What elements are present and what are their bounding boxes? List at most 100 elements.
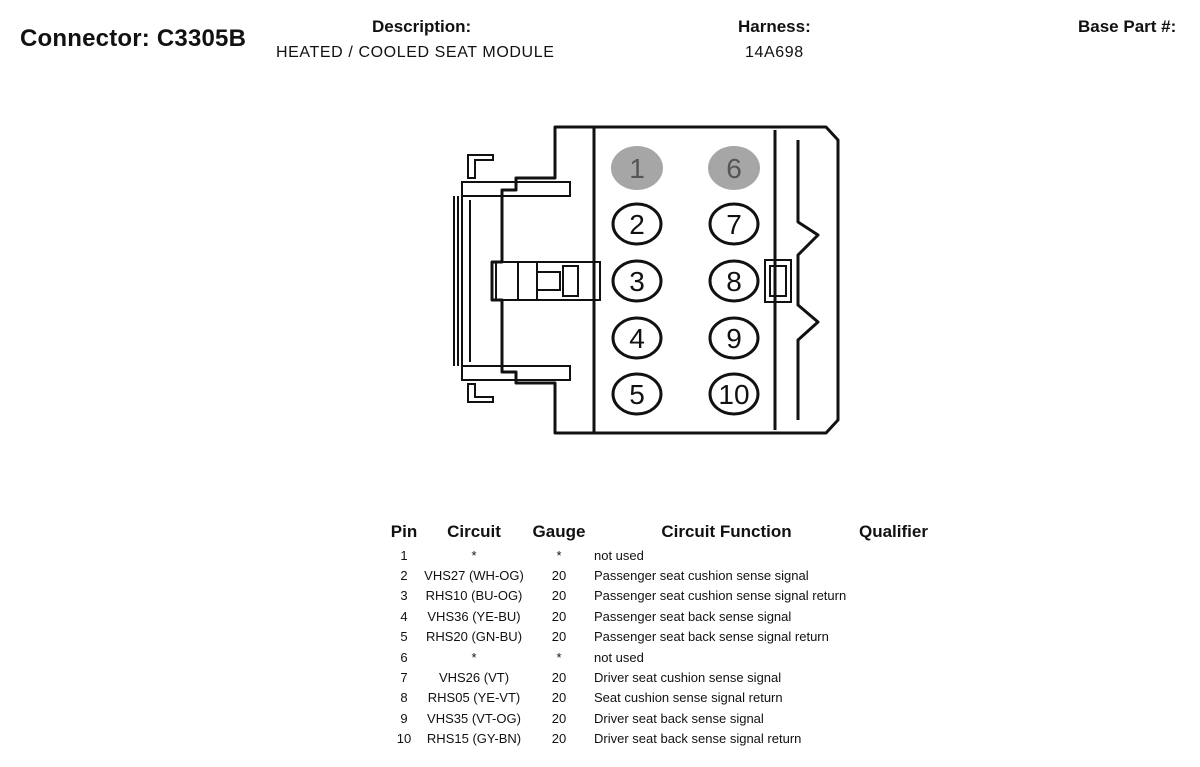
unused-pin-marker xyxy=(708,146,760,190)
cell-gauge: 20 xyxy=(551,731,567,747)
cell-function: Passenger seat back sense signal return xyxy=(594,629,829,645)
pin-cavity: 1 xyxy=(611,146,663,190)
pin-circle xyxy=(611,372,663,416)
table-row: 5 RHS20 (GN-BU) 20 Passenger seat back sens… xyxy=(384,627,949,647)
left-lock-top xyxy=(461,154,571,197)
cell-circuit: RHS20 (GN-BU) xyxy=(425,629,523,645)
housing-outline xyxy=(490,125,840,435)
pin-cavity: 7 xyxy=(708,202,760,246)
pin-number-label: 6 xyxy=(726,153,742,184)
description-label: Description: xyxy=(372,17,472,36)
cell-circuit: VHS36 (YE-BU) xyxy=(427,608,521,624)
table-row: 6**not used xyxy=(384,647,949,667)
cell-gauge: 20 xyxy=(551,608,567,624)
cell-pin: 2 xyxy=(400,568,408,584)
table-header-row: Pin Circuit Gauge Circuit Function Quali… xyxy=(384,519,949,545)
pin-circle xyxy=(708,259,760,303)
pin-cavities: 1 2 3 4 5 6 7 8 9 10 xyxy=(611,146,760,416)
cell-circuit: * xyxy=(471,649,477,665)
cell-function: not used xyxy=(594,547,644,563)
pin-circle xyxy=(708,202,760,246)
description-value: HEATED / COOLED SEAT MODULE xyxy=(276,44,555,61)
cell-pin: 5 xyxy=(400,629,408,645)
harness-label: Harness: xyxy=(738,17,811,36)
right-latch-key xyxy=(764,259,792,303)
cell-function: Passenger seat cushion sense signal xyxy=(594,568,809,584)
pin-circle xyxy=(611,202,663,246)
cell-pin: 4 xyxy=(400,608,408,624)
cell-function: Passenger seat back sense signal xyxy=(594,608,792,624)
table-row: 8 RHS05 (YE-VT) 20 Seat cushion sense signa… xyxy=(384,688,949,708)
header-circuit-function: Circuit Function xyxy=(661,522,792,541)
cell-circuit: VHS26 (VT) xyxy=(438,670,510,686)
cell-function: Driver seat cushion sense signal xyxy=(594,670,782,686)
cell-pin: 7 xyxy=(400,670,408,686)
harness-value: 14A698 xyxy=(745,44,804,61)
cell-pin: 9 xyxy=(400,710,408,726)
cell-gauge: * xyxy=(556,649,562,665)
pin-cavity: 6 xyxy=(708,146,760,190)
cell-gauge: 20 xyxy=(551,670,567,686)
cell-qualifier xyxy=(859,545,949,565)
cell-circuit: * xyxy=(471,547,477,563)
cell-qualifier xyxy=(859,667,949,687)
cell-pin: 3 xyxy=(400,588,408,604)
pin-number-label: 3 xyxy=(629,266,645,297)
cell-function: Driver seat back sense signal return xyxy=(594,731,802,747)
center-latch xyxy=(495,261,601,301)
cell-function: Seat cushion sense signal return xyxy=(594,690,783,706)
cell-circuit: RHS05 (YE-VT) xyxy=(427,690,521,706)
cell-gauge: 20 xyxy=(551,629,567,645)
cell-circuit: VHS35 (VT-OG) xyxy=(427,710,521,726)
cell-gauge: 20 xyxy=(551,690,567,706)
cell-qualifier xyxy=(859,627,949,647)
pin-number-label: 7 xyxy=(726,209,742,240)
pinout-table: Pin Circuit Gauge Circuit Function Quali… xyxy=(384,519,949,749)
header-pin: Pin xyxy=(390,522,418,541)
table-row: 1 * * not used xyxy=(384,545,949,565)
base-part-label: Base Part #: xyxy=(1078,17,1177,36)
table-row: 7 VHS26 (VT) 20 Driver seat cushion sense s… xyxy=(384,667,949,687)
cell-qualifier xyxy=(859,606,949,626)
table-row: 2 VHS27 (WH-OG) 20 Passenger seat cushion s… xyxy=(384,565,949,585)
connector-face-diagram: 1 2 3 4 5 6 7 8 9 10 xyxy=(453,125,840,435)
pin-number-label: 5 xyxy=(629,379,645,410)
right-latch-channel xyxy=(773,130,820,430)
pin-circle xyxy=(611,316,663,360)
cell-pin: 1 xyxy=(400,547,408,563)
cell-pin: 10 xyxy=(396,731,412,747)
pin-cavity: 3 xyxy=(611,259,663,303)
pin-circle xyxy=(611,259,663,303)
cell-function: Driver seat back sense signal xyxy=(594,710,764,726)
left-lock-bottom xyxy=(461,365,571,403)
cell-qualifier xyxy=(859,647,949,667)
pin-cavity: 4 xyxy=(611,316,663,360)
header-gauge: Gauge xyxy=(532,522,586,541)
cell-gauge: * xyxy=(556,547,562,563)
pin-cavity: 9 xyxy=(708,316,760,360)
cell-circuit: RHS10 (BU-OG) xyxy=(425,588,523,604)
pin-circle xyxy=(708,316,760,360)
left-lock-frame xyxy=(453,196,471,366)
cell-qualifier xyxy=(859,708,949,728)
cell-circuit: RHS15 (GY-BN) xyxy=(426,731,522,747)
header-qualifier: Qualifier xyxy=(859,522,928,541)
pin-number-label: 8 xyxy=(726,266,742,297)
cell-pin: 8 xyxy=(400,690,408,706)
pin-number-label: 2 xyxy=(629,209,645,240)
cell-qualifier xyxy=(859,688,949,708)
pin-cavity: 10 xyxy=(708,372,760,416)
cell-circuit: VHS27 (WH-OG) xyxy=(424,568,524,584)
unused-pin-marker xyxy=(611,146,663,190)
cell-function: not used xyxy=(594,649,644,665)
cell-qualifier xyxy=(859,565,949,585)
cell-gauge: 20 xyxy=(551,568,567,584)
pin-circle xyxy=(708,372,760,416)
pin-number-label: 1 xyxy=(629,153,645,184)
table-row: 10 RHS15 (GY-BN) 20 Driver seat back sense … xyxy=(384,729,949,749)
cell-gauge: 20 xyxy=(551,710,567,726)
table-row: 9 VHS35 (VT-OG) 20 Driver seat back sense s… xyxy=(384,708,949,728)
header-circuit: Circuit xyxy=(447,522,501,541)
cell-gauge: 20 xyxy=(551,588,567,604)
